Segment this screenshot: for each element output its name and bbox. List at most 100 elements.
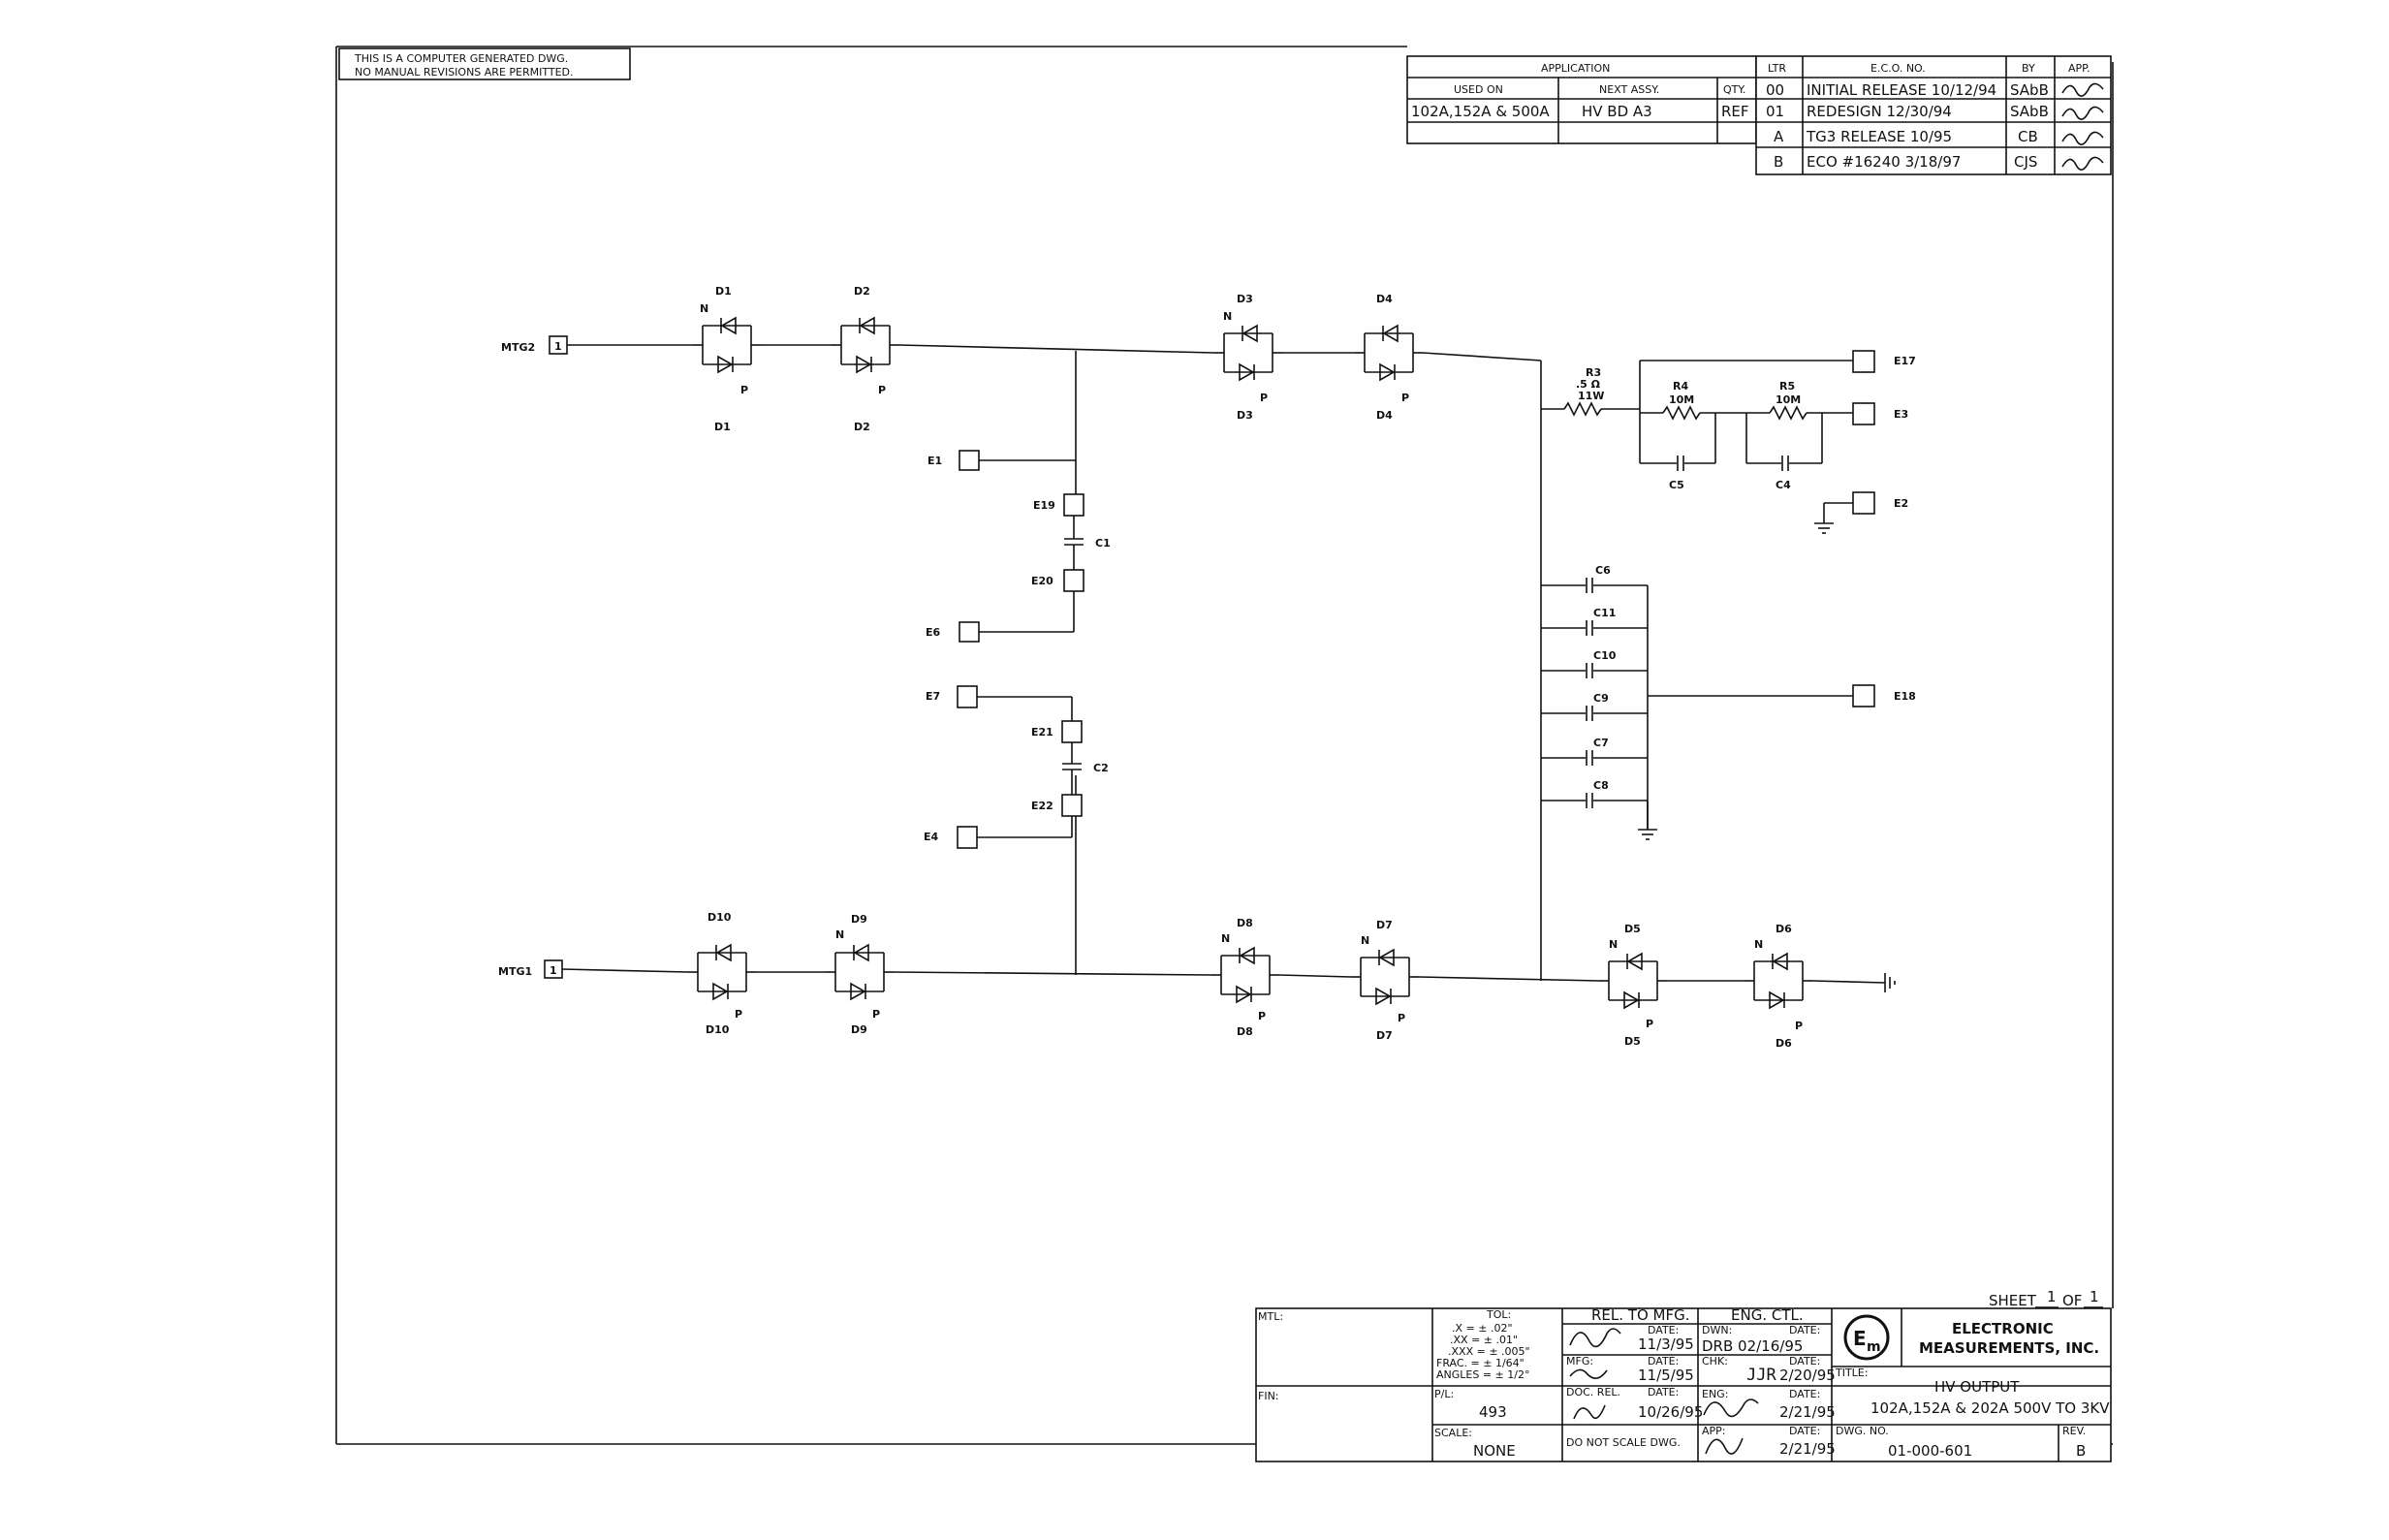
svg-text:C11: C11 [1593, 607, 1616, 619]
svg-text:00: 00 [1766, 81, 1784, 99]
svg-text:N: N [1221, 932, 1230, 945]
revision-row: A TG3 RELEASE 10/95 CB [1774, 128, 2038, 145]
terminal-e22 [1061, 794, 1083, 817]
svg-text:USED ON: USED ON [1454, 83, 1503, 96]
svg-text:INITIAL RELEASE 10/12/94: INITIAL RELEASE 10/12/94 [1807, 81, 1996, 99]
svg-text:E7: E7 [926, 690, 940, 703]
svg-text:MEASUREMENTS, INC.: MEASUREMENTS, INC. [1919, 1339, 2099, 1357]
svg-text:C4: C4 [1776, 479, 1791, 491]
svg-text:P/L:: P/L: [1434, 1388, 1454, 1400]
svg-text:TG3 RELEASE 10/95: TG3 RELEASE 10/95 [1806, 128, 1952, 145]
svg-text:E20: E20 [1031, 575, 1053, 587]
svg-text:REF: REF [1721, 103, 1749, 120]
svg-text:C8: C8 [1593, 779, 1609, 792]
svg-text:DWN:: DWN: [1702, 1324, 1732, 1336]
svg-text:P: P [735, 1008, 742, 1021]
svg-text:E.C.O. NO.: E.C.O. NO. [1870, 62, 1926, 75]
diode-d8: D8 N D8 P [1210, 917, 1280, 1038]
svg-text:NEXT ASSY.: NEXT ASSY. [1599, 83, 1659, 96]
svg-text:P: P [872, 1008, 880, 1021]
svg-text:E3: E3 [1894, 408, 1908, 421]
svg-text:B: B [2076, 1442, 2086, 1460]
mtg2-label: MTG2 [501, 341, 535, 354]
svg-text:N: N [1361, 934, 1369, 947]
svg-text:P: P [740, 384, 748, 396]
svg-text:102A,152A & 500A: 102A,152A & 500A [1411, 103, 1550, 120]
svg-text:.X = ± .02": .X = ± .02" [1452, 1322, 1513, 1335]
company-logo: E m [1843, 1314, 1890, 1361]
svg-text:FRAC. = ± 1/64": FRAC. = ± 1/64" [1436, 1357, 1525, 1369]
svg-text:R5: R5 [1779, 380, 1795, 393]
svg-text:APPLICATION: APPLICATION [1541, 62, 1610, 75]
svg-text:493: 493 [1479, 1403, 1507, 1421]
svg-text:D5: D5 [1624, 1035, 1641, 1048]
svg-text:P: P [1646, 1018, 1653, 1030]
approval-signatures [2061, 82, 2104, 171]
capacitor-c2: C2 [1062, 762, 1109, 774]
svg-text:E1: E1 [927, 455, 942, 467]
terminal-e7 [957, 685, 978, 708]
svg-text:APP.: APP. [2068, 62, 2090, 75]
capacitor-c4: C4 [1746, 413, 1823, 491]
chassis-ground [1884, 973, 1896, 992]
svg-text:P: P [878, 384, 886, 396]
svg-text:HV BD A3: HV BD A3 [1582, 103, 1652, 120]
svg-text:SHEET: SHEET [1989, 1292, 2037, 1309]
svg-text:E2: E2 [1894, 497, 1908, 510]
svg-text:ELECTRONIC: ELECTRONIC [1952, 1320, 2054, 1337]
svg-text:D2: D2 [854, 285, 870, 298]
terminal-e19 [1063, 493, 1084, 517]
resistor-r3: R3 .5 Ω 11W [1541, 366, 1604, 417]
svg-text:P: P [1401, 392, 1409, 404]
svg-text:N: N [1223, 310, 1232, 323]
svg-text:D10: D10 [706, 1023, 730, 1036]
svg-text:1: 1 [554, 340, 562, 353]
svg-text:A: A [1774, 128, 1784, 145]
svg-text:SCALE:: SCALE: [1434, 1427, 1472, 1439]
svg-text:D10: D10 [707, 911, 732, 924]
diode-d9: D9 N D9 P [825, 913, 895, 1036]
svg-text:1: 1 [2090, 1288, 2099, 1305]
svg-text:E18: E18 [1894, 690, 1916, 703]
terminal-e18 [1852, 684, 1875, 707]
svg-text:01-000-601: 01-000-601 [1888, 1442, 1972, 1460]
svg-text:D3: D3 [1237, 409, 1253, 422]
svg-text:ENG:: ENG: [1702, 1388, 1728, 1400]
capacitor-bank: C6 C11 C10 C9 [1541, 564, 1853, 840]
svg-text:1: 1 [550, 964, 557, 977]
svg-text:E22: E22 [1031, 800, 1053, 812]
svg-text:OF: OF [2062, 1292, 2082, 1309]
svg-text:ANGLES = ± 1/2°: ANGLES = ± 1/2° [1436, 1368, 1529, 1381]
svg-text:FIN:: FIN: [1258, 1390, 1279, 1402]
svg-text:10M: 10M [1776, 393, 1801, 406]
diode-d2: D2 D2 P [831, 285, 900, 433]
diode-d6: D6 N D6 P [1744, 923, 1813, 1050]
svg-text:DATE:: DATE: [1789, 1324, 1820, 1336]
svg-text:D1: D1 [714, 421, 731, 433]
title-block: SHEET 1 OF 1 MTL: FIN: TOL: .X = ± .02" … [1255, 1288, 2112, 1462]
svg-text:DOC. REL.: DOC. REL. [1566, 1386, 1620, 1399]
svg-text:D7: D7 [1376, 1029, 1393, 1042]
svg-text:N: N [1754, 938, 1763, 951]
terminal-e1 [959, 450, 980, 471]
notice-box: THIS IS A COMPUTER GENERATED DWG. NO MAN… [338, 47, 631, 80]
svg-text:DATE:: DATE: [1789, 1355, 1820, 1367]
svg-text:P: P [1795, 1020, 1803, 1032]
svg-text:NO MANUAL REVISIONS ARE PERMIT: NO MANUAL REVISIONS ARE PERMITTED. [355, 66, 574, 79]
svg-text:REV.: REV. [2062, 1425, 2086, 1437]
svg-text:E21: E21 [1031, 726, 1053, 739]
svg-text:E19: E19 [1033, 499, 1055, 512]
svg-text:DO NOT SCALE DWG.: DO NOT SCALE DWG. [1566, 1436, 1681, 1449]
svg-text:10/26/95: 10/26/95 [1638, 1403, 1703, 1421]
svg-text:ECO #16240 3/18/97: ECO #16240 3/18/97 [1807, 153, 1961, 171]
svg-text:P: P [1260, 392, 1268, 404]
svg-text:C9: C9 [1593, 692, 1609, 705]
diode-d3: D3 N D3 P [1213, 293, 1283, 422]
svg-text:B: B [1774, 153, 1783, 171]
svg-text:.XXX = ± .005": .XXX = ± .005" [1448, 1345, 1530, 1358]
svg-text:ENG. CTL.: ENG. CTL. [1731, 1306, 1804, 1324]
svg-text:C7: C7 [1593, 737, 1609, 749]
revision-row: 00 INITIAL RELEASE 10/12/94 SAbB [1766, 81, 2049, 99]
svg-text:D4: D4 [1376, 293, 1393, 305]
mtg1-label: MTG1 [498, 965, 532, 978]
